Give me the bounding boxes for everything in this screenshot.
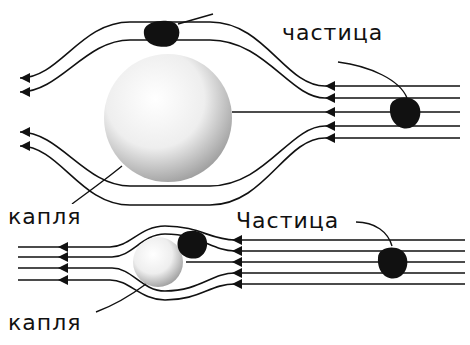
arrowhead xyxy=(20,87,30,97)
arrowhead xyxy=(325,107,335,117)
arrowhead xyxy=(58,275,68,285)
arrowhead xyxy=(325,81,335,91)
streamline xyxy=(232,111,460,113)
leader-line xyxy=(356,222,392,246)
streamline xyxy=(20,22,460,86)
arrowhead xyxy=(232,257,242,267)
part-label: капля xyxy=(6,310,83,336)
part-label: Частица xyxy=(234,208,341,234)
captured-particle xyxy=(178,231,208,259)
small-drop xyxy=(133,237,183,287)
streamline xyxy=(20,40,460,98)
leader-line xyxy=(338,62,407,98)
particle xyxy=(390,98,420,129)
part-label: капля xyxy=(6,204,83,230)
arrowhead xyxy=(20,141,30,151)
streamline xyxy=(186,261,465,263)
particle xyxy=(378,248,407,279)
arrowhead xyxy=(232,246,242,256)
arrowhead xyxy=(232,268,242,278)
arrowhead xyxy=(232,235,242,245)
streamline xyxy=(20,126,460,186)
leader-line xyxy=(96,284,146,312)
arrowhead xyxy=(58,263,68,273)
arrowhead xyxy=(325,121,335,131)
captured-particle xyxy=(144,21,180,47)
streamline xyxy=(18,280,465,300)
arrowhead xyxy=(58,252,68,262)
large-drop xyxy=(104,54,232,182)
arrowhead xyxy=(325,93,335,103)
arrowhead xyxy=(232,279,242,289)
streamline xyxy=(20,138,460,205)
streamlines-bottom xyxy=(18,226,465,300)
leader-line xyxy=(72,166,122,204)
arrowhead xyxy=(325,133,335,143)
part-label: частица xyxy=(280,20,385,46)
arrowhead xyxy=(20,127,30,137)
streamlines-top xyxy=(20,22,460,205)
arrowhead xyxy=(58,242,68,252)
arrowhead xyxy=(20,73,30,83)
arrowheads-bottom xyxy=(58,235,242,289)
tick-line xyxy=(178,14,213,24)
